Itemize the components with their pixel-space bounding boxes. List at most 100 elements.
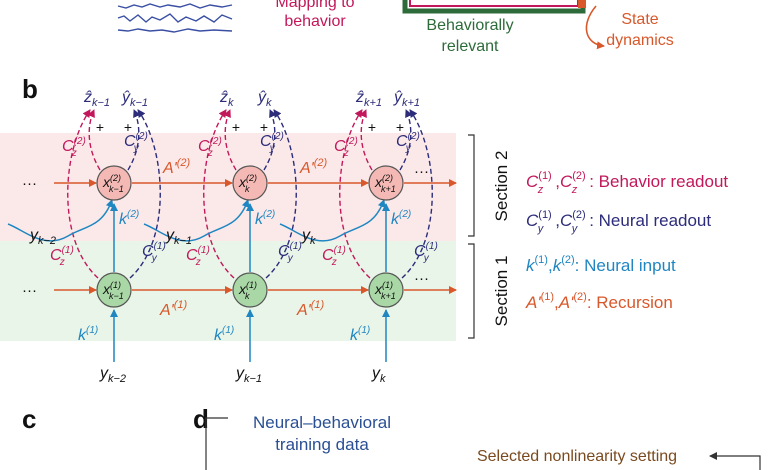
ellipsis-right-row1: ··· [414, 270, 429, 287]
behavior-readout-label-row1: C(1)z [186, 245, 210, 268]
yhat-output-label: ŷk−1 [121, 89, 148, 109]
legend-behavior-readout: C(1)z,C(2)z: Behavior readout [526, 170, 728, 196]
state-text-line1: State [621, 11, 658, 28]
neural-readout-row2 [263, 109, 277, 171]
neural-input-label-row1: k(1) [350, 325, 370, 344]
neural-readout-label-row1: C(1)y [142, 241, 166, 264]
ellipsis-right-row2: ··· [414, 163, 429, 180]
behavior-readout-row2 [359, 109, 373, 171]
training-data-line1: Neural–behavioral [253, 413, 391, 432]
behavior-readout-label-row2: C(2)z [62, 136, 86, 159]
neural-readout-row1 [401, 109, 433, 279]
section2-label: Section 2 [492, 151, 511, 222]
neural-input-label-row1: k(1) [78, 325, 98, 344]
training-data-line2: training data [275, 435, 369, 454]
zhat-output-label: ẑk−1 [83, 89, 110, 109]
behavior-readout-row1 [203, 109, 235, 279]
recursion-label-row2-a: A'(2) [162, 157, 191, 177]
neural-input-label-row2: k(2) [255, 209, 275, 228]
legend-neural-readout: C(1)y,C(2)y: Neural readout [526, 209, 711, 235]
time-step-column-2: + + ẑk+1 ŷk+1 x(2)k+1 x(1)k+1 C(2)z C(2)yC(1)z C… [279, 89, 438, 385]
mapping-text-line1: Mapping to [275, 0, 354, 11]
behavior-readout-row1 [67, 109, 99, 279]
panel-label-b: b [22, 74, 38, 104]
top-signal-traces [117, 3, 233, 33]
neural-readout-row2 [399, 109, 413, 171]
zhat-output-label: ẑk [219, 89, 234, 109]
neural-readout-label-row1: C(1)y [278, 241, 302, 264]
latent-node-section1 [232, 272, 268, 308]
svg-text:C(1)z,C(2)z: Behavior readout: C(1)z,C(2)z: Behavior readout [526, 170, 728, 196]
plus-sign-y: + [396, 119, 404, 135]
plus-sign-z: + [96, 119, 104, 135]
neural-observation-input-label: yk−2 [99, 365, 126, 385]
recursion-label-row1-b: A'(1) [296, 299, 325, 319]
latent-node-section2 [368, 165, 404, 201]
section1-label: Section 1 [492, 256, 511, 327]
latent-node-section1 [368, 272, 404, 308]
plus-sign-y: + [124, 119, 132, 135]
neural-observation-input-label: yk−1 [235, 365, 262, 385]
panel-d-bracket [205, 417, 228, 470]
behaviorally-relevant-box [402, 0, 586, 14]
section2-bracket [468, 134, 475, 237]
node-label-section2: x(2)k+1 [374, 173, 396, 194]
legend-recursion: A'(1),A'(2): Recursion [525, 291, 673, 312]
behavior-readout-label-row2: C(2)z [198, 136, 222, 159]
latent-node-section2 [232, 165, 268, 201]
neural-input-label-row2: k(2) [119, 209, 139, 228]
node-label-section1: x(1)k−1 [102, 280, 124, 301]
node-label-section1: x(1)k [238, 280, 257, 301]
neural-observation-side-label: yk [301, 227, 316, 247]
behavior-readout-label-row2: C(2)z [334, 136, 358, 159]
svg-text:k(1),k(2): Neural input: k(1),k(2): Neural input [526, 254, 676, 275]
recursion-label-row1-a: A'(1) [159, 299, 188, 319]
neural-observation-input-label: yk [371, 365, 386, 385]
neural-observation-side-label: yk−2 [29, 227, 56, 247]
plus-sign-z: + [368, 119, 376, 135]
behaviorally-text-line1: Behaviorally [426, 17, 513, 34]
panel-label-d: d [193, 404, 209, 434]
behavior-readout-label-row1: C(1)z [50, 245, 74, 268]
behaviorally-text-line2: relevant [442, 38, 499, 55]
recursion-label-row2-b: A'(2) [299, 157, 328, 177]
neural-input-label-row1: k(1) [214, 325, 234, 344]
signal-trace-1 [117, 3, 233, 9]
ellipsis-left-row2: ··· [22, 175, 37, 192]
yhat-output-label: ŷk+1 [393, 89, 420, 109]
yhat-output-label: ŷk [257, 89, 272, 109]
node-label-section2: x(2)k−1 [102, 173, 124, 194]
panel-label-c: c [22, 404, 36, 434]
node-label-section2: x(2)k [238, 173, 257, 194]
neural-readout-label-row2: C(2)y [396, 131, 420, 154]
neural-readout-row1 [265, 109, 297, 279]
node-label-section1: x(1)k+1 [374, 280, 396, 301]
behavior-readout-row2 [87, 109, 101, 171]
state-dynamics-arrow [585, 5, 605, 50]
neural-input-curve-row2 [279, 199, 386, 242]
neural-input-label-row2: k(2) [391, 209, 411, 228]
mapping-text-line2: behavior [284, 13, 346, 30]
signal-trace-2 [117, 13, 233, 23]
neural-readout-label-row1: C(1)y [414, 241, 438, 264]
plus-sign-z: + [232, 119, 240, 135]
state-text-line2: dynamics [606, 32, 674, 49]
section1-bracket [468, 243, 475, 339]
neural-readout-row2 [127, 109, 141, 171]
plus-sign-y: + [260, 119, 268, 135]
behavior-readout-label-row1: C(1)z [322, 245, 346, 268]
neural-observation-side-label: yk−1 [165, 227, 192, 247]
zhat-output-label: ẑk+1 [355, 89, 382, 109]
latent-node-section2 [96, 165, 132, 201]
nonlinearity-label: Selected nonlinearity setting [477, 448, 677, 465]
neural-input-curve-row2 [143, 199, 250, 242]
signal-trace-3 [117, 28, 233, 33]
svg-text:A'(1),A'(2): Recursion: A'(1),A'(2): Recursion [525, 291, 673, 312]
behavior-readout-row1 [339, 109, 371, 279]
neural-readout-row1 [129, 109, 161, 279]
neural-readout-label-row2: C(2)y [260, 131, 284, 154]
